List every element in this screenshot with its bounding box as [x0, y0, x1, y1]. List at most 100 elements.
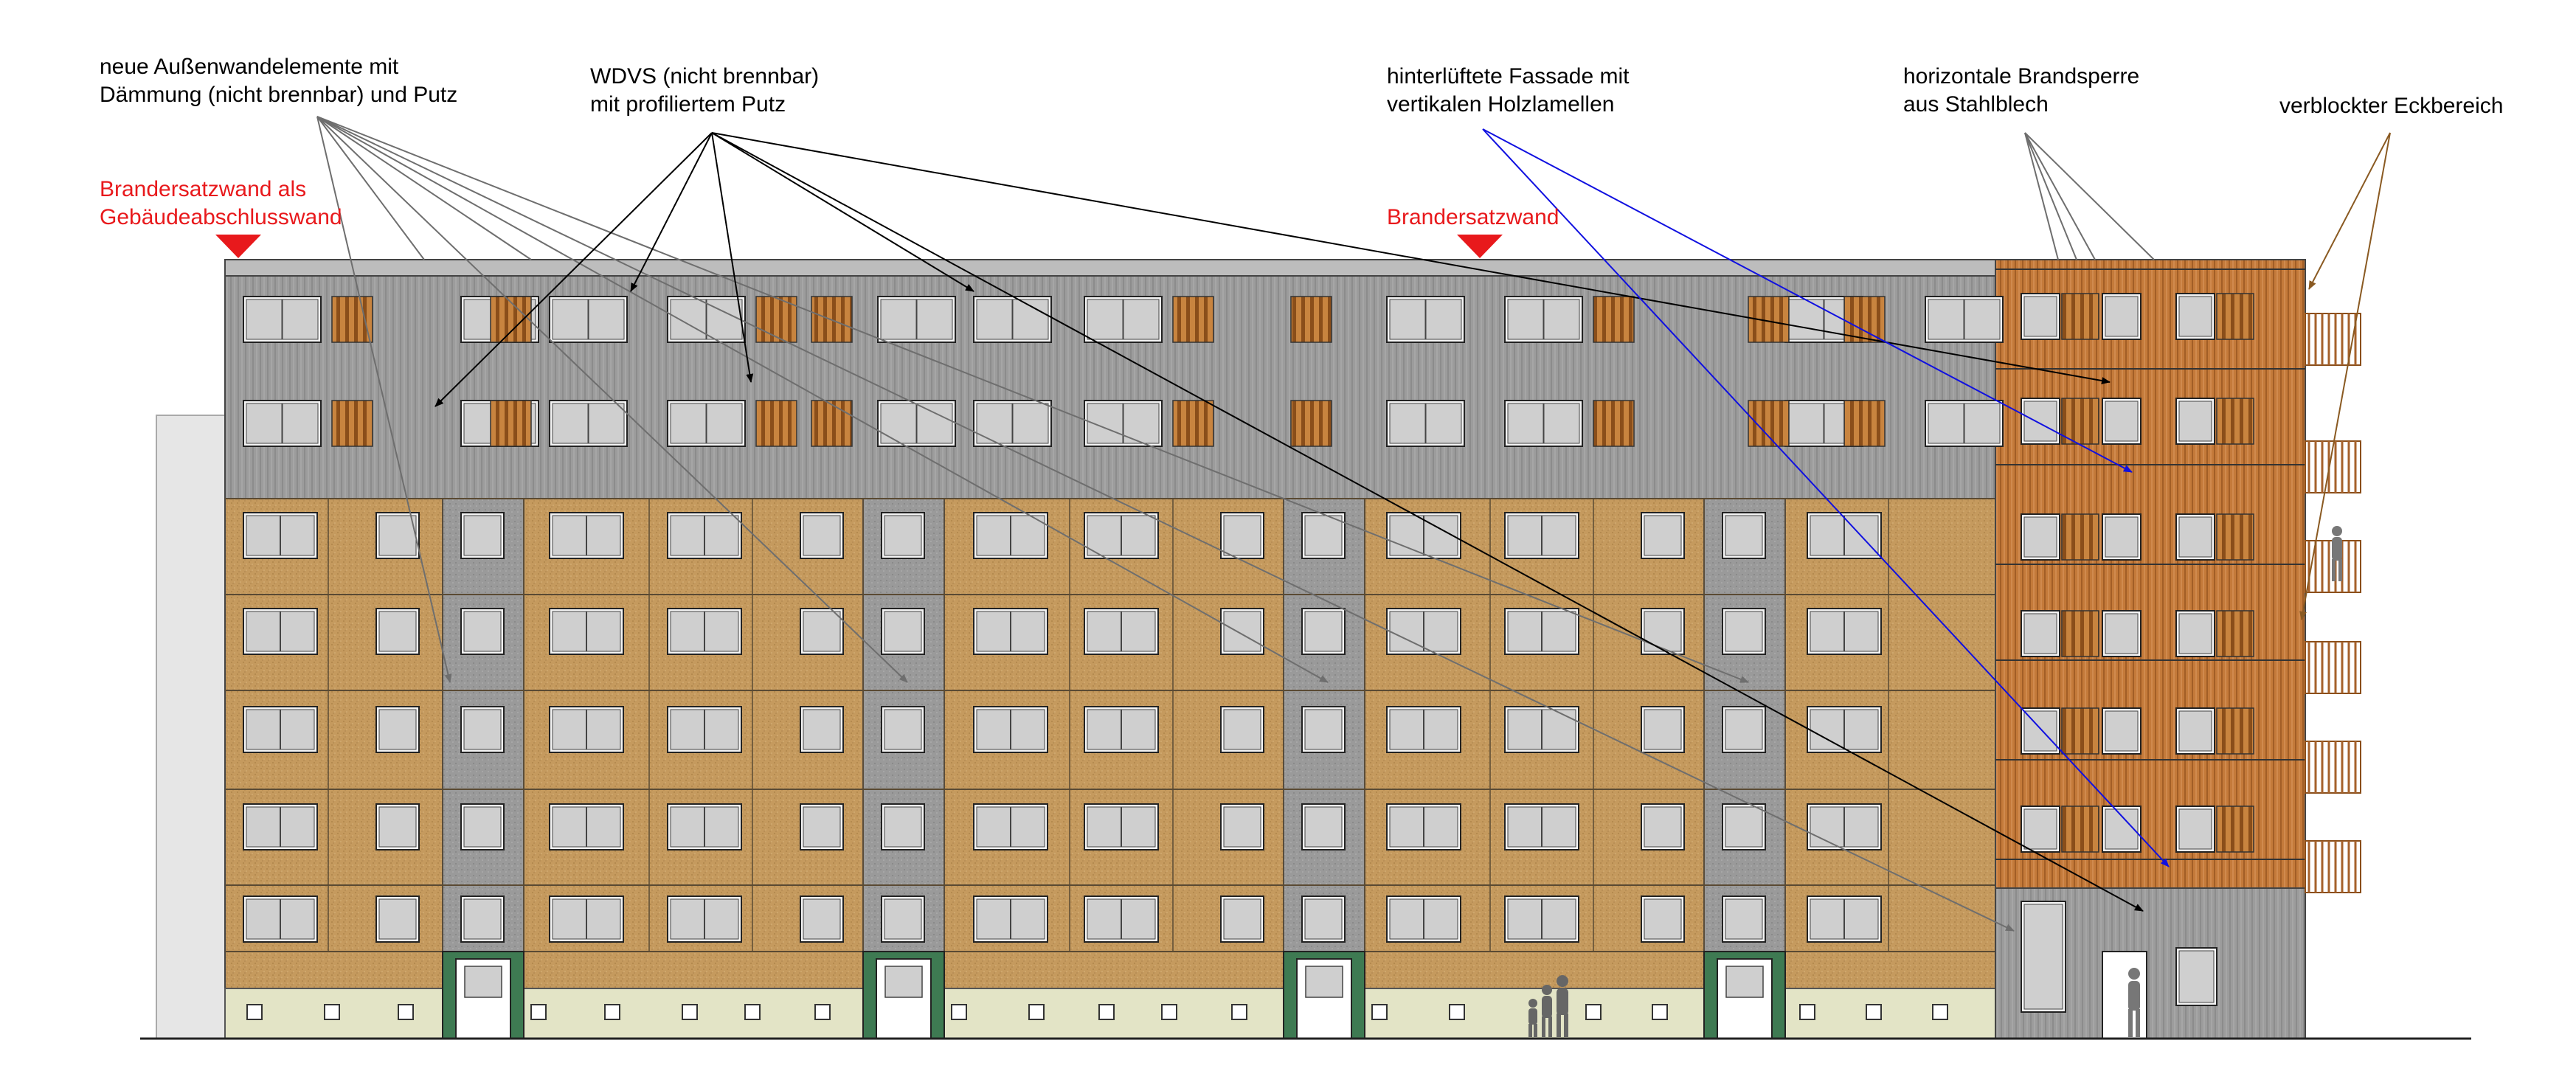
window-icon: [1386, 803, 1461, 850]
person-on-balcony-icon: [2332, 526, 2342, 581]
window-icon: [1641, 512, 1685, 559]
window-icon: [1301, 512, 1346, 559]
timber-lamella-panel: [1593, 400, 1635, 447]
basement-window: [1371, 1004, 1388, 1020]
window-icon: [1504, 803, 1579, 850]
window-icon: [2102, 398, 2142, 445]
window-icon: [375, 895, 420, 943]
window-icon: [1084, 608, 1159, 655]
roof-edge: [224, 259, 2306, 277]
window-icon: [1301, 803, 1346, 850]
fire-barrier-lines: [1995, 268, 2305, 860]
window-icon: [973, 895, 1048, 943]
annotation-arrows: [316, 116, 2391, 932]
window-icon: [1641, 608, 1685, 655]
window-icon: [460, 895, 505, 943]
timber-lamella-panel: [2216, 610, 2254, 657]
window-icon: [1386, 895, 1461, 943]
entrance-doors: [442, 951, 2147, 1039]
fire-wall-marker-mid-icon: [1457, 235, 1503, 258]
window-icon: [375, 608, 420, 655]
window-icon: [375, 512, 420, 559]
window-icon: [1504, 512, 1579, 559]
timber-lamella-panel: [2216, 806, 2254, 853]
window-icon: [800, 608, 844, 655]
basement-window: [1866, 1004, 1882, 1020]
pedestrian-group-icon: [1528, 975, 1568, 1037]
window-icon: [243, 400, 322, 447]
label-outer-wall-line1: neue Außenwandelemente mit: [100, 55, 399, 79]
timber-lamella-panel: [2216, 398, 2254, 445]
timber-lamella-panel: [490, 400, 532, 447]
window-icon: [881, 706, 925, 753]
window-icon: [2021, 901, 2066, 1013]
floor-lines: [225, 498, 1995, 952]
window-icon: [1807, 803, 1882, 850]
balcony: [2305, 641, 2361, 694]
window-icon: [243, 512, 318, 559]
window-icon: [800, 706, 844, 753]
timber-lamella-panel: [2061, 806, 2099, 853]
balcony: [2305, 840, 2361, 893]
window-icon: [2175, 398, 2215, 445]
window-icon: [973, 706, 1048, 753]
window-icon: [1386, 296, 1465, 343]
window-icon: [549, 706, 624, 753]
window-icon: [2021, 513, 2060, 561]
window-icon: [1504, 400, 1583, 447]
window-icon: [2175, 707, 2215, 755]
window-icon: [1722, 608, 1766, 655]
window-icon: [460, 706, 505, 753]
window-icon: [973, 512, 1048, 559]
basement-window: [530, 1004, 547, 1020]
neighbor-building: [156, 415, 226, 1039]
label-fire-wall-mid-line1: Brandersatzwand: [1387, 205, 1559, 229]
window-icon: [1084, 706, 1159, 753]
window-icon: [667, 608, 742, 655]
person-icon: [2128, 968, 2140, 1037]
label-outer-wall-elements: neue Außenwandelemente mit Dämmung (nich…: [100, 53, 457, 109]
window-icon: [667, 706, 742, 753]
window-icon: [1220, 512, 1264, 559]
label-fire-wall-end-line1: Brandersatzwand als: [100, 177, 307, 201]
window-icon: [1386, 608, 1461, 655]
window-icon: [1722, 512, 1766, 559]
window-icon: [2102, 610, 2142, 657]
window-icon: [1301, 895, 1346, 943]
fire-wall-marker-end-icon: [215, 235, 261, 258]
corner-timber-facade: [1995, 259, 2306, 889]
timber-lamella-panel: [1843, 296, 1886, 343]
window-icon: [881, 803, 925, 850]
window-icon: [2102, 293, 2142, 340]
balcony: [2305, 741, 2361, 794]
label-fire-wall-end-line2: Gebäudeabschlusswand: [100, 205, 342, 229]
window-icon: [2021, 293, 2060, 340]
basement-window: [1098, 1004, 1115, 1020]
window-icon: [1641, 803, 1685, 850]
window-icon: [243, 706, 318, 753]
window-icon: [1301, 706, 1346, 753]
label-fire-wall-end: Brandersatzwand als Gebäudeabschlusswand: [100, 176, 342, 232]
window-icon: [549, 400, 628, 447]
timber-lamella-panel: [1172, 296, 1214, 343]
timber-lamella-panel: [1290, 296, 1332, 343]
window-icon: [1084, 895, 1159, 943]
window-icon: [1807, 706, 1882, 753]
window-icon: [2175, 947, 2217, 1006]
basement-window: [1028, 1004, 1045, 1020]
window-icon: [2175, 293, 2215, 340]
label-fire-barrier-line2: aus Stahlblech: [1903, 92, 2049, 117]
balconies: [2305, 313, 2361, 893]
window-icon: [375, 706, 420, 753]
window-icon: [2021, 398, 2060, 445]
window-icon: [1084, 803, 1159, 850]
timber-lamella-panel: [2216, 293, 2254, 340]
timber-lamella-panel: [331, 400, 373, 447]
window-icon: [2021, 806, 2060, 853]
label-corner: verblockter Eckbereich: [2279, 92, 2503, 120]
window-icon: [1084, 512, 1159, 559]
window-icon: [2102, 707, 2142, 755]
basement-window: [1932, 1004, 1948, 1020]
label-corner-line1: verblockter Eckbereich: [2279, 94, 2504, 118]
